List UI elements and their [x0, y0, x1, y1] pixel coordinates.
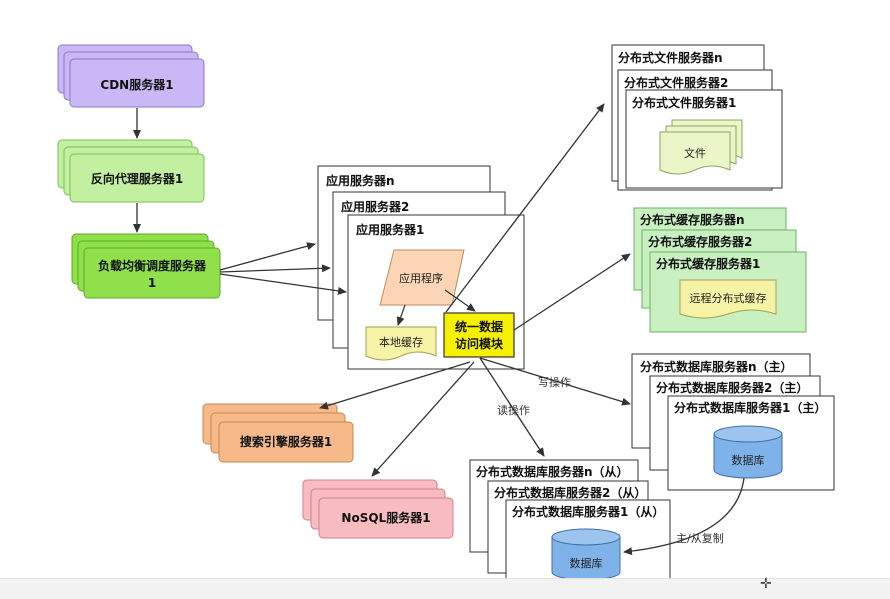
- db-master-cylinder-icon: [713, 425, 783, 443]
- app-server-2-label: 应用服务器2: [341, 199, 409, 214]
- reverse-proxy-label: 反向代理服务器1: [91, 171, 183, 186]
- remote-cache-shape: [679, 279, 777, 319]
- cache-server-2-label: 分布式缓存服务器2: [648, 234, 752, 249]
- edge-lb-app-n: [219, 242, 316, 271]
- nosql-stack: NoSQL服务器1: [302, 479, 454, 539]
- bottom-toolbar-strip: [0, 578, 890, 599]
- load-balancer-label-line2: 1: [148, 276, 156, 290]
- edge-app-dataaccess: [444, 289, 476, 312]
- file-server-1-label: 分布式文件服务器1: [632, 95, 736, 110]
- edge-write-dbmaster: [479, 357, 631, 406]
- edge-app-localcache: [396, 304, 406, 326]
- db-slave-stack: 分布式数据库服务器n（从） 分布式数据库服务器2（从） 分布式数据库服务器1（从…: [469, 459, 671, 593]
- app-server-1-label: 应用服务器1: [356, 222, 424, 237]
- edge-lb-app-1: [219, 273, 347, 295]
- write-op-label: 写操作: [538, 375, 571, 389]
- db-slave-2-label: 分布式数据库服务器2（从）: [494, 485, 646, 500]
- edge-app-fileservers: [445, 103, 605, 313]
- remote-cache-label: 远程分布式缓存: [690, 291, 767, 305]
- search-engine-label: 搜索引擎服务器1: [240, 434, 332, 449]
- edge-read-dbslave: [479, 357, 545, 457]
- db-master-stack: 分布式数据库服务器n（主） 分布式数据库服务器2（主） 分布式数据库服务器1（主…: [631, 353, 835, 491]
- edge-app-nosql: [371, 361, 475, 477]
- data-access-label-line1: 统一数据: [455, 319, 503, 334]
- edge-app-search: [319, 361, 471, 410]
- app-server-n-label: 应用服务器n: [326, 173, 395, 188]
- app-server-stack: 应用服务器n 应用服务器2 应用服务器1 应用程序 本地缓存 统一数据 访问模块: [317, 165, 525, 370]
- db-master-1-label: 分布式数据库服务器1（主）: [674, 400, 826, 415]
- cdn-server-label: CDN服务器1: [100, 77, 173, 92]
- cache-server-stack: 分布式缓存服务器n 分布式缓存服务器2 分布式缓存服务器1 远程分布式缓存: [633, 207, 807, 333]
- db-master-n-label: 分布式数据库服务器n（主）: [640, 359, 793, 374]
- read-op-label: 读操作: [497, 403, 530, 417]
- file-document-shape: [659, 131, 731, 175]
- db-master-2-label: 分布式数据库服务器2（主）: [656, 380, 808, 395]
- search-engine-stack: 搜索引擎服务器1: [202, 403, 354, 463]
- load-balancer-label-line1: 负载均衡调度服务器: [98, 258, 207, 273]
- crosshair-cursor-icon: ✛: [760, 576, 772, 592]
- file-server-n-label: 分布式文件服务器n: [618, 50, 723, 65]
- data-access-module-shape: [443, 312, 515, 358]
- db-slave-n-label: 分布式数据库服务器n（从）: [476, 464, 629, 479]
- app-program-label: 应用程序: [399, 271, 443, 285]
- file-document-label: 文件: [684, 146, 706, 160]
- db-slave-1-label: 分布式数据库服务器1（从）: [512, 504, 664, 519]
- local-cache-label: 本地缓存: [379, 335, 423, 349]
- file-server-2-label: 分布式文件服务器2: [624, 75, 728, 90]
- replication-label: 主/从复制: [676, 531, 724, 545]
- edge-app-cacheservers: [513, 253, 631, 331]
- nosql-label: NoSQL服务器1: [341, 510, 430, 525]
- db-slave-cylinder-icon: [551, 528, 621, 546]
- file-server-stack: 分布式文件服务器n 分布式文件服务器2 分布式文件服务器1 文件: [611, 44, 783, 191]
- db-slave-db-label: 数据库: [570, 556, 603, 570]
- edge-replication: [623, 477, 745, 556]
- cache-server-n-label: 分布式缓存服务器n: [640, 212, 745, 227]
- local-cache-shape: [365, 326, 437, 361]
- db-master-db-label: 数据库: [732, 453, 765, 467]
- data-access-label-line2: 访问模块: [455, 336, 504, 351]
- reverse-proxy-stack: 反向代理服务器1: [57, 139, 205, 203]
- load-balancer-stack: 负载均衡调度服务器 1: [71, 233, 221, 299]
- edge-lb-app-2: [219, 264, 331, 273]
- cdn-server-stack: CDN服务器1: [57, 44, 205, 108]
- cache-server-1-label: 分布式缓存服务器1: [656, 256, 760, 271]
